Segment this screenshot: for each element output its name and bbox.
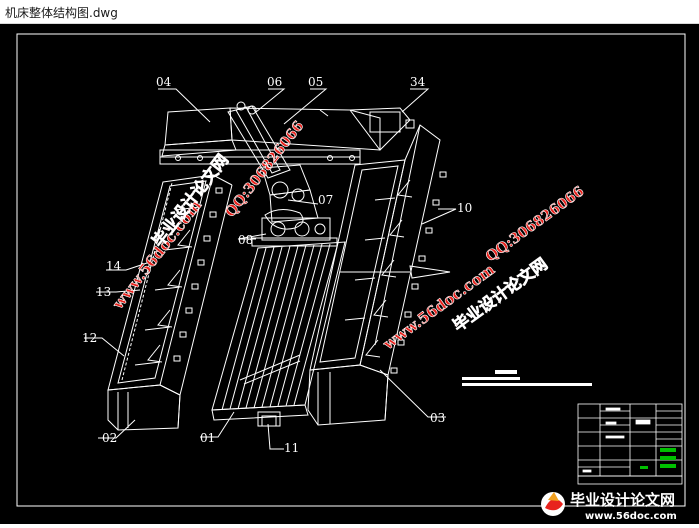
watermark-qq-left: QQ:306826066 — [223, 118, 308, 220]
drawing-border — [16, 33, 686, 507]
callout-34: 34 — [410, 75, 426, 89]
worktable-assembly — [211, 241, 451, 427]
window-title-bar: 机床整体结构图.dwg — [0, 0, 699, 24]
title-block-footer — [577, 475, 683, 485]
left-rail-assembly — [107, 174, 233, 431]
callout-02: 02 — [102, 431, 117, 445]
window-title: 机床整体结构图.dwg — [5, 6, 118, 20]
callout-04: 04 — [156, 75, 172, 89]
watermark-qq-right: QQ:306826066 — [483, 183, 587, 265]
callout-03: 03 — [430, 411, 445, 425]
callout-05: 05 — [308, 75, 323, 89]
cad-drawing-viewport[interactable]: 04 06 05 34 07 10 08 14 13 12 03 02 01 1… — [0, 24, 699, 524]
leader-lines — [84, 88, 457, 450]
brand-logo-url: www.56doc.com — [585, 511, 677, 522]
callout-06: 06 — [267, 75, 282, 89]
top-gantry-assembly — [159, 101, 411, 247]
scale-bars — [462, 370, 592, 386]
callout-12: 12 — [82, 331, 97, 345]
callout-labels: 04 06 05 34 07 10 08 14 13 12 03 02 01 1… — [82, 75, 472, 455]
callout-01: 01 — [200, 431, 215, 445]
brand-logo-name: 毕业设计论文网 — [570, 491, 675, 509]
right-rail-assembly — [307, 119, 447, 426]
cad-drawing: 04 06 05 34 07 10 08 14 13 12 03 02 01 1… — [16, 33, 686, 522]
callout-10: 10 — [457, 201, 472, 215]
callout-07: 07 — [318, 193, 333, 207]
callout-13: 13 — [96, 285, 111, 299]
title-block — [577, 403, 683, 477]
brand-logo: 毕业设计论文网 www.56doc.com — [541, 491, 677, 522]
callout-08: 08 — [238, 233, 253, 247]
callout-11: 11 — [284, 441, 299, 455]
callout-14: 14 — [106, 259, 122, 273]
